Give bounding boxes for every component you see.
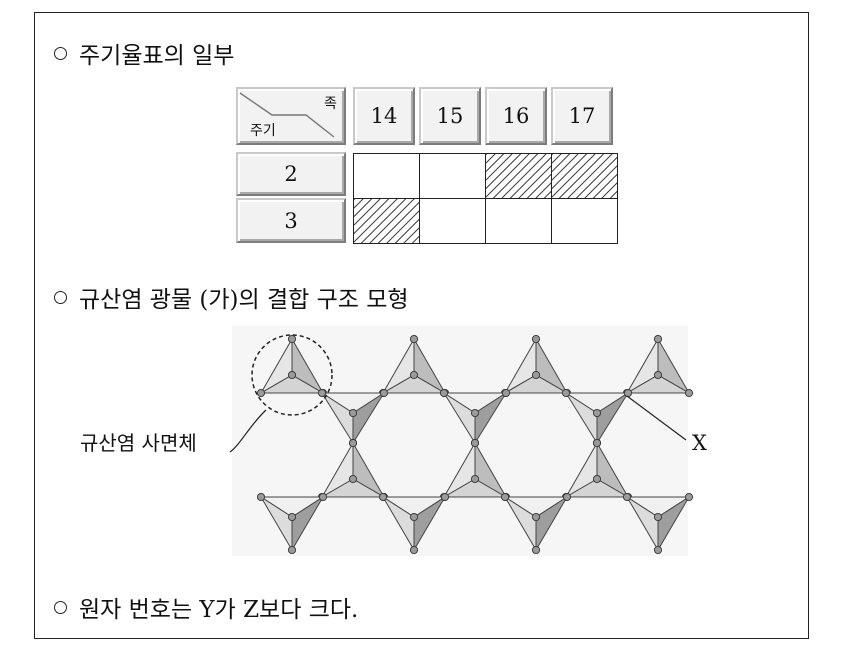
- element-cell: [485, 198, 552, 244]
- tetrahedron-face: [260, 374, 324, 394]
- group-header: 14: [353, 87, 415, 145]
- oxygen-atom: [379, 388, 389, 398]
- oxygen-atom: [623, 388, 633, 398]
- x-label: X: [692, 431, 707, 455]
- oxygen-atom: [256, 492, 266, 502]
- tetrahedron-face: [352, 392, 385, 444]
- oxygen-atom: [348, 438, 358, 448]
- periodic-table-heading: 주기율표의 일부: [54, 36, 234, 70]
- corner-diagonal: [239, 92, 335, 138]
- oxygen-atom: [653, 545, 663, 555]
- bullet-circle-icon: [54, 47, 67, 60]
- tetrahedron-face: [413, 496, 446, 551]
- group-header: 15: [419, 87, 481, 145]
- oxygen-atom: [653, 370, 663, 380]
- tetrahedron-face: [382, 374, 446, 394]
- oxygen-atom: [317, 388, 327, 398]
- oxygen-atom: [531, 334, 541, 344]
- oxygen-atom: [592, 438, 602, 448]
- period-label: 2: [284, 162, 298, 186]
- oxygen-atom: [653, 334, 663, 344]
- corner-group-label: 족: [324, 96, 337, 112]
- oxygen-atom: [348, 474, 358, 484]
- oxygen-atom: [531, 512, 541, 522]
- oxygen-atom: [531, 370, 541, 380]
- group-label: 17: [568, 104, 596, 128]
- tetrahedron-face: [504, 374, 568, 394]
- x-leader-line: [626, 395, 687, 441]
- oxygen-atom: [287, 334, 297, 344]
- group-label: 16: [502, 104, 530, 128]
- oxygen-atom: [501, 388, 511, 398]
- tetrahedron-face: [535, 496, 568, 551]
- oxygen-atom: [561, 388, 571, 398]
- group-header: 17: [551, 87, 613, 145]
- atomic-number-statement: 원자 번호는 Y가 Z보다 크다.: [54, 590, 358, 624]
- period-header: 3: [236, 198, 346, 243]
- tetrahedron-face: [321, 478, 385, 498]
- oxygen-atom: [409, 334, 419, 344]
- element-cell: [551, 198, 618, 244]
- oxygen-atom: [500, 492, 510, 502]
- oxygen-atom: [622, 492, 632, 502]
- oxygen-atom: [409, 545, 419, 555]
- period-header: 2: [236, 152, 346, 196]
- tetrahedron-face: [626, 374, 690, 394]
- element-cell-hatched: [485, 153, 552, 199]
- oxygen-atom: [470, 474, 480, 484]
- oxygen-atom: [287, 370, 297, 380]
- bullet-circle-icon: [54, 601, 67, 614]
- oxygen-atom: [470, 408, 480, 418]
- group-label: 14: [370, 104, 398, 128]
- tetrahedron-face: [565, 478, 629, 498]
- structure-heading: 규산염 광물 (가)의 결합 구조 모형: [54, 280, 409, 314]
- tetrahedron-label: 규산염 사면체: [80, 431, 197, 455]
- tetrahedron-highlight-circle: [251, 334, 333, 416]
- tetrahedron-face: [657, 496, 690, 551]
- corner-period-label: 주기: [250, 123, 276, 139]
- table-corner-cell: 족 주기: [236, 87, 346, 145]
- oxygen-atom: [562, 492, 572, 502]
- oxygen-atom: [531, 545, 541, 555]
- oxygen-atom: [684, 388, 694, 398]
- oxygen-atom: [287, 545, 297, 555]
- oxygen-atom: [256, 388, 266, 398]
- oxygen-atom: [318, 492, 328, 502]
- oxygen-atom: [348, 408, 358, 418]
- oxygen-atom: [440, 492, 450, 502]
- tetrahedron-leader-line: [229, 409, 267, 453]
- oxygen-atom: [684, 492, 694, 502]
- oxygen-atom: [409, 370, 419, 380]
- group-header: 16: [485, 87, 547, 145]
- tetrahedron-face: [443, 478, 507, 498]
- period-label: 3: [284, 208, 298, 233]
- problem-frame: [34, 12, 809, 639]
- oxygen-atom: [592, 408, 602, 418]
- oxygen-atom: [653, 512, 663, 522]
- bullet-circle-icon: [54, 291, 67, 304]
- oxygen-atom: [439, 388, 449, 398]
- oxygen-atom: [409, 512, 419, 522]
- statement-text: 원자 번호는 Y가 Z보다 크다.: [79, 597, 359, 623]
- oxygen-atom: [378, 492, 388, 502]
- tetrahedron-face: [474, 392, 507, 444]
- oxygen-atom: [592, 474, 602, 484]
- group-label: 15: [436, 104, 464, 128]
- oxygen-atom: [470, 438, 480, 448]
- tetrahedron-face: [596, 392, 629, 444]
- structure-title: 규산염 광물 (가)의 결합 구조 모형: [79, 287, 409, 313]
- oxygen-atom: [287, 512, 297, 522]
- tetrahedra-group: [256, 334, 694, 555]
- element-cell-hatched: [551, 153, 618, 199]
- tetrahedron-face: [291, 496, 324, 551]
- element-cell-hatched: [353, 198, 420, 244]
- periodic-table-title: 주기율표의 일부: [79, 43, 235, 69]
